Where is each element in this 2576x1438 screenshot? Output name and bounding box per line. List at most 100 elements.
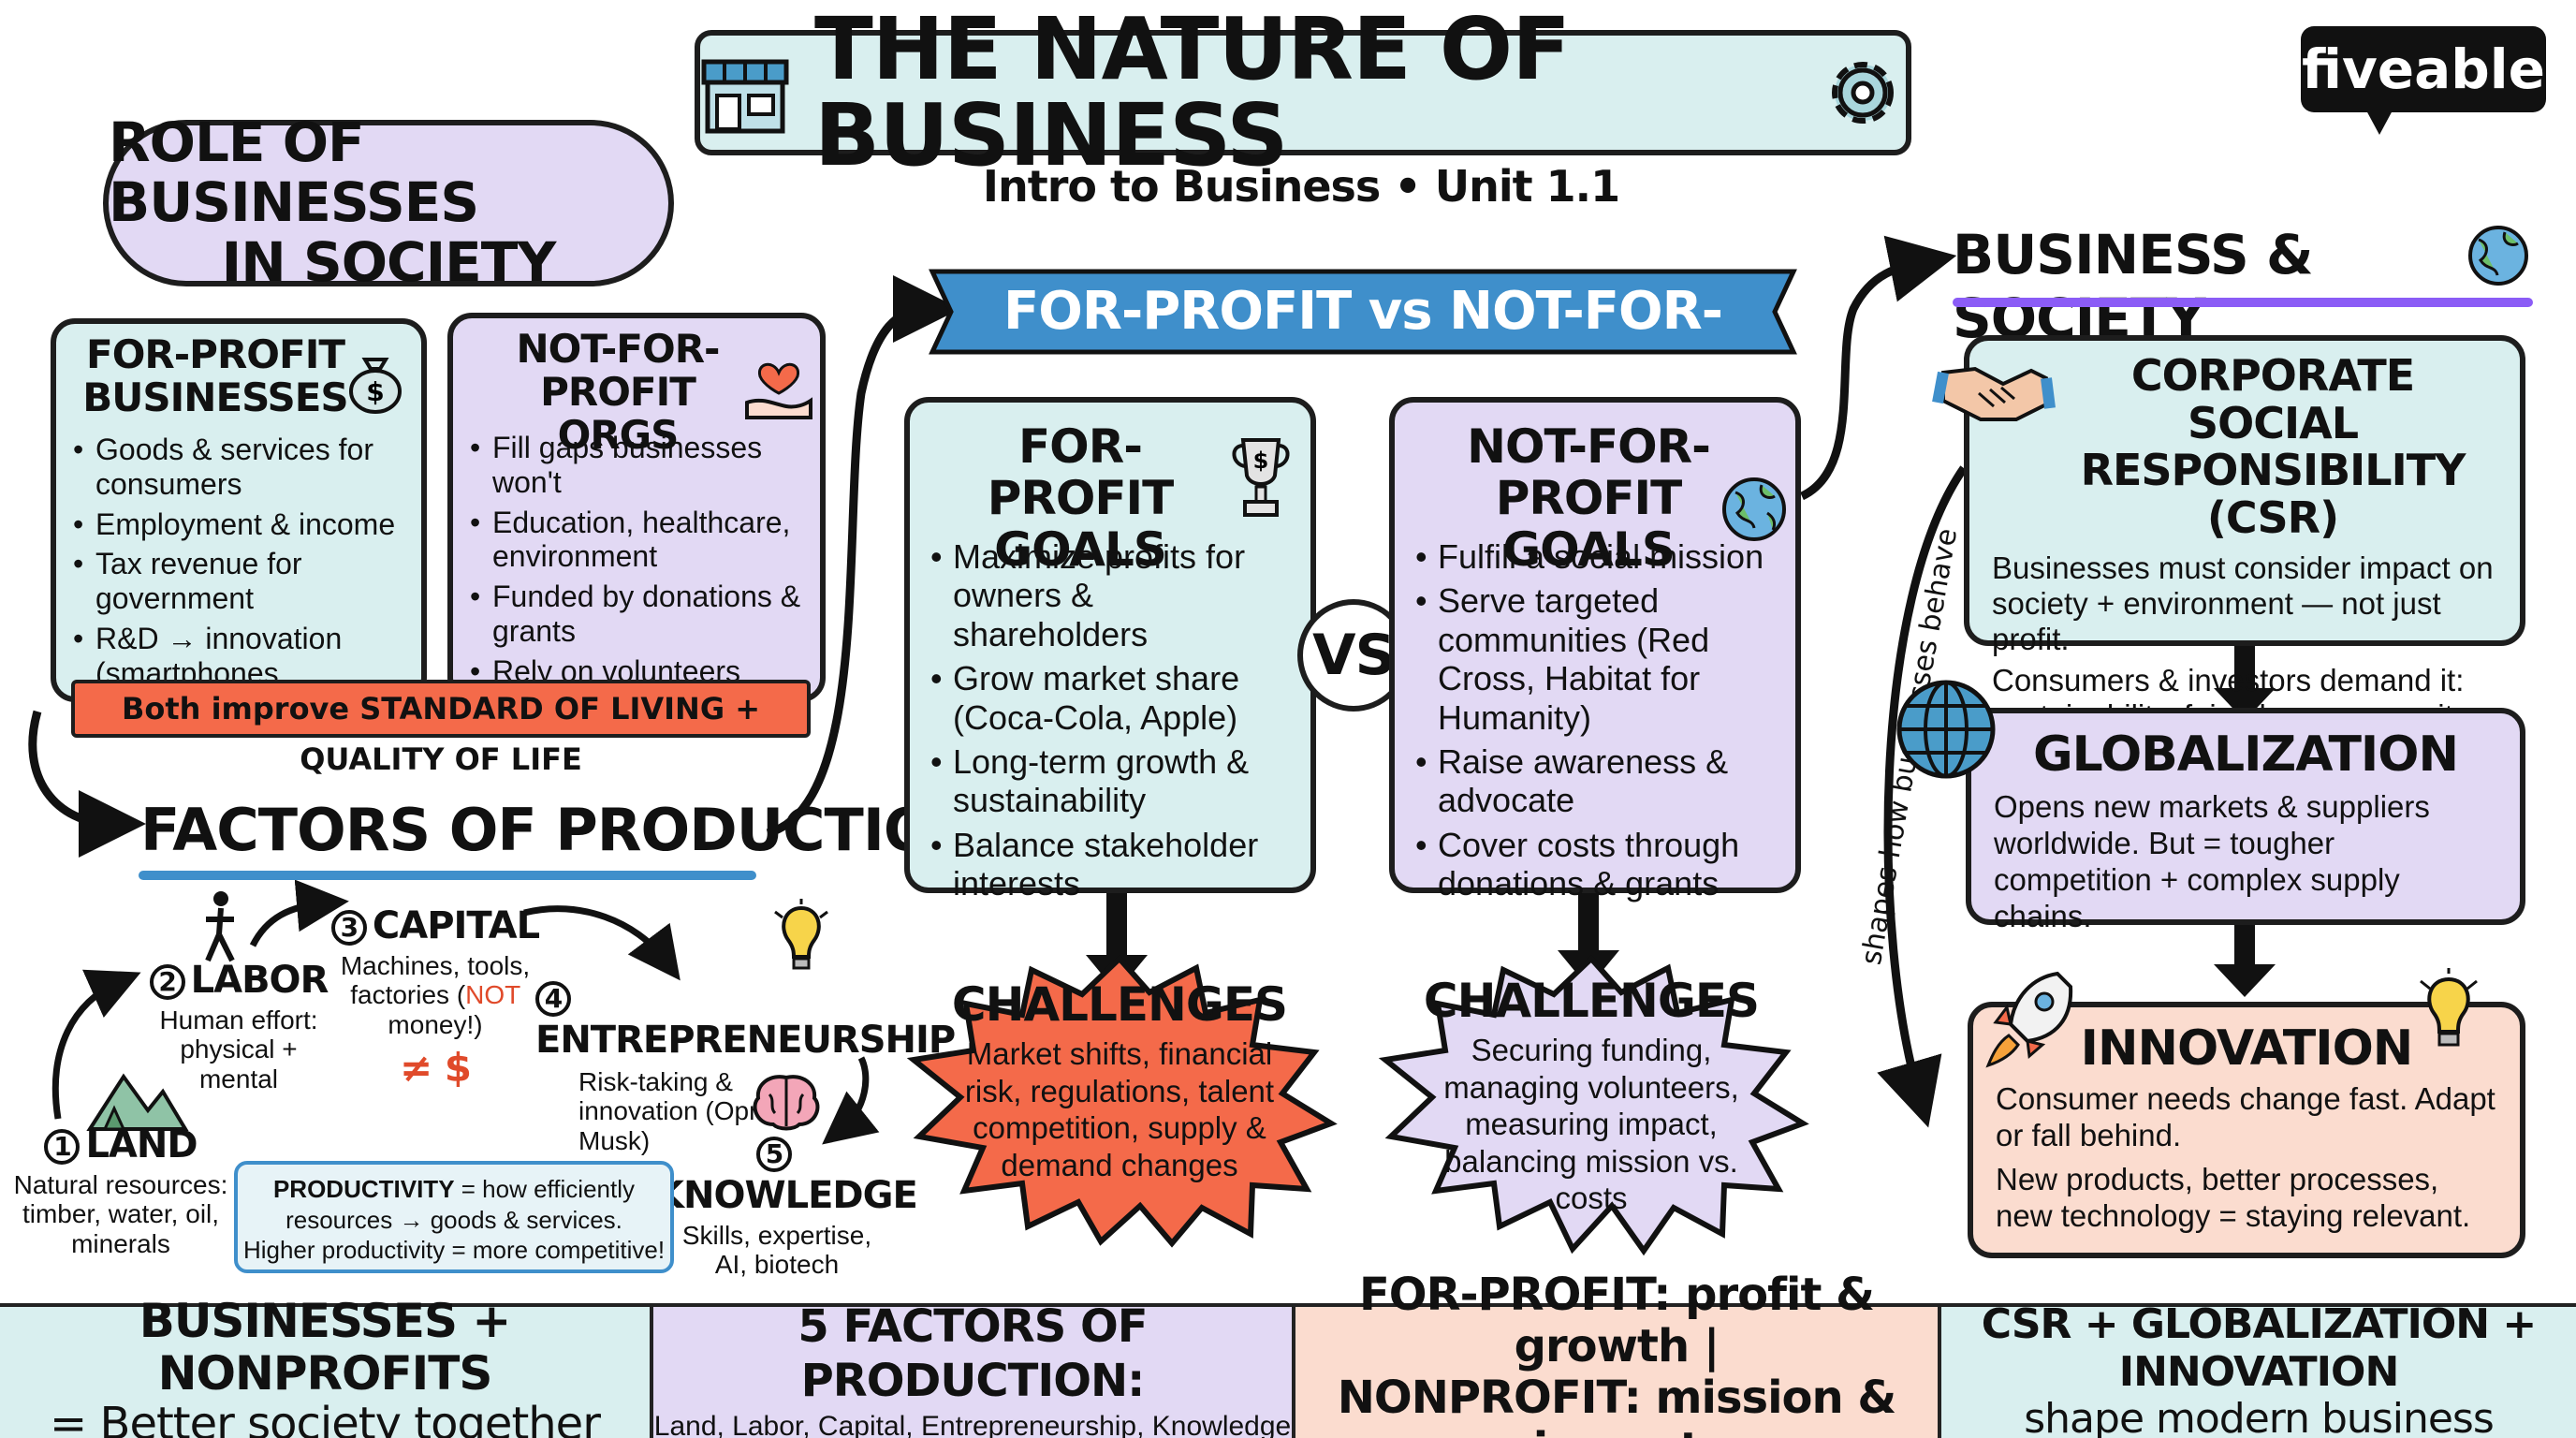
productivity-line: Higher productivity = more competitive! [242, 1236, 666, 1264]
arrow-capital-to-entrepreneurship [523, 905, 681, 981]
factor-desc-not: NOT [465, 980, 520, 1010]
arrow-society-side [1877, 465, 1968, 1128]
list-item: Funded by donations & grants [466, 580, 807, 649]
factor-label: LAND [85, 1123, 198, 1167]
productivity-line: resources → goods & services. [285, 1205, 622, 1234]
handshake-icon [1932, 366, 2056, 421]
card-title-1: FOR-PROFIT [86, 331, 345, 377]
svg-text:$: $ [1253, 448, 1269, 474]
challenges-title: CHALLENGES [951, 977, 1288, 1032]
comparison-banner-text: FOR-PROFIT vs NOT-FOR-PROFIT [1003, 281, 1723, 433]
storefront-icon [701, 59, 789, 134]
list-item: Maximize profits for owners & shareholde… [927, 537, 1294, 653]
globe-icon [2468, 226, 2528, 286]
not-money-symbol: ≠ $ [399, 1045, 472, 1092]
card-title-1: NOT-FOR-PROFIT [516, 326, 721, 416]
footer-headline: 5 FACTORS OF PRODUCTION: [798, 1299, 1148, 1407]
money-bag-icon: $ [349, 358, 402, 414]
gear-icon [1832, 62, 1894, 124]
arrow-land-to-labor [51, 969, 141, 1120]
not-for-profit-orgs-card: NOT-FOR-PROFIT ORGS Fill gaps businesses… [447, 313, 826, 702]
heart-hand-icon [745, 362, 812, 419]
factor-desc: Human effort: physical + mental [159, 1005, 318, 1093]
lightbulb-icon [774, 899, 828, 970]
lightbulb-icon [2420, 968, 2478, 1047]
footer-cell-4: CSR + GLOBALIZATION + INNOVATION shape m… [1938, 1300, 2576, 1438]
card-title: GLOBALIZATION [2033, 726, 2459, 783]
factor-label: ENTREPRENEURSHIP [535, 1019, 956, 1062]
list-item: Fill gaps businesses won't [466, 431, 807, 500]
list-item: Tax revenue for government [69, 547, 408, 616]
list-item: Education, healthcare, environment [466, 506, 807, 575]
factor-label: LABOR [190, 959, 329, 1002]
list-item: Serve targeted communities (Red Cross, H… [1412, 581, 1778, 737]
page-title: THE NATURE OF BUSINESS [814, 0, 1571, 185]
comparison-banner: FOR-PROFIT vs NOT-FOR-PROFIT [929, 266, 1797, 433]
footer-headline: CSR + GLOBALIZATION + INNOVATION [1981, 1300, 2538, 1396]
card-title-1: FOR-PROFIT [987, 419, 1175, 525]
list-item: Long-term growth & sustainability [927, 742, 1294, 820]
factors-title: FACTORS OF PRODUCTION [140, 796, 980, 864]
productivity-box: PRODUCTIVITY = how efficiently resources… [234, 1161, 674, 1273]
card-title-1: NOT-FOR-PROFIT [1467, 419, 1711, 525]
factor-knowledge: 5KNOWLEDGE Skills, expertise, AI, biotec… [655, 1131, 918, 1280]
factor-number: 2 [149, 964, 185, 1000]
brand-logo: fiveable [2301, 26, 2546, 135]
factor-label: KNOWLEDGE [655, 1174, 918, 1217]
challenges-title: CHALLENGES [1423, 974, 1760, 1028]
society-underline [1953, 298, 2533, 307]
factor-number: 3 [330, 910, 367, 946]
card-title: INNOVATION [2080, 1020, 2414, 1077]
globalization-card: GLOBALIZATION Opens new markets & suppli… [1896, 680, 2525, 933]
factor-desc: money!) [388, 1009, 483, 1039]
factor-number: 4 [535, 981, 571, 1017]
list-item: Goods & services for consumers [69, 433, 408, 502]
arrow-labor-to-capital [249, 879, 349, 947]
role-section-cloud: ROLE OF BUSINESSES IN SOCIETY [103, 113, 674, 292]
arrow-role-to-factors [28, 710, 146, 858]
trophy-icon: $ [1232, 438, 1290, 517]
footer-headline: FOR-PROFIT: profit & growth | [1359, 1268, 1875, 1372]
arrow-entrepreneurship-to-knowledge [822, 1056, 880, 1145]
productivity-def: = how efficiently [454, 1175, 636, 1203]
page-subtitle: Intro to Business • Unit 1.1 [982, 161, 1620, 212]
factor-desc: Natural resources: timber, water, oil, m… [13, 1170, 228, 1258]
list-item: Cover costs through donations & grants [1412, 826, 1778, 903]
footer-subline: shape modern business [2024, 1395, 2494, 1438]
factor-desc: Machines, tools, factories ( [340, 951, 531, 1010]
productivity-term: PRODUCTIVITY [272, 1175, 455, 1203]
person-walking-icon [205, 891, 235, 962]
role-section-title-1: ROLE OF BUSINESSES [109, 110, 479, 235]
svg-text:$: $ [366, 376, 384, 407]
nonprofit-goals-card: NOT-FOR-PROFIT GOALS Fulfill a social mi… [1389, 397, 1801, 902]
footer-cell-1: BUSINESSES + NONPROFITS = Better society… [0, 1295, 650, 1438]
for-profit-goals-card: FOR-PROFIT GOALS $ Maximize profits for … [904, 397, 1316, 902]
footer-subline: Land, Labor, Capital, Entrepreneurship, … [653, 1411, 1292, 1438]
innovation-text: Consumer needs change fast. Adapt or fal… [1996, 1081, 2496, 1153]
standard-of-living-banner: Both improve STANDARD OF LIVING + QUALIT… [71, 680, 811, 777]
card-title-2: RESPONSIBILITY (CSR) [2080, 445, 2466, 543]
footer-cell-2: 5 FACTORS OF PRODUCTION: Land, Labor, Ca… [650, 1299, 1292, 1438]
for-profit-businesses-card: FOR-PROFIT BUSINESSES $ Goods & services… [51, 318, 427, 725]
footer-headline: BUSINESSES + NONPROFITS [139, 1294, 512, 1401]
factors-underline [139, 871, 756, 880]
card-title-2: BUSINESSES [82, 374, 348, 421]
factor-number: 5 [756, 1137, 792, 1172]
innovation-card: INNOVATION Consumer needs change fast. A… [1968, 968, 2525, 1258]
arrow-nonprofit-to-society [1799, 235, 1957, 501]
arrow-factors-to-comparison [766, 275, 960, 838]
role-section-title-2: IN SOCIETY [221, 229, 557, 294]
globe-icon [1722, 477, 1786, 541]
globalization-text: Opens new markets & suppliers worldwide.… [1994, 789, 2430, 933]
challenges-text: Market shifts, financial risk, regulatio… [964, 1036, 1275, 1182]
for-profit-challenges: CHALLENGES Market shifts, financial risk… [942, 977, 1297, 1183]
society-title: BUSINESS & SOCIETY [1953, 223, 2576, 350]
factor-desc: Skills, expertise, AI, biotech [681, 1221, 872, 1280]
list-item: Fulfill a social mission [1412, 537, 1778, 577]
factor-entrepreneurship: 4ENTREPRENEURSHIP Risk-taking & innovati… [535, 976, 956, 1155]
nonprofit-challenges: CHALLENGES Securing funding, managing vo… [1418, 974, 1764, 1217]
factor-number: 1 [44, 1129, 80, 1165]
csr-text: Businesses must consider impact on socie… [1992, 550, 2494, 657]
